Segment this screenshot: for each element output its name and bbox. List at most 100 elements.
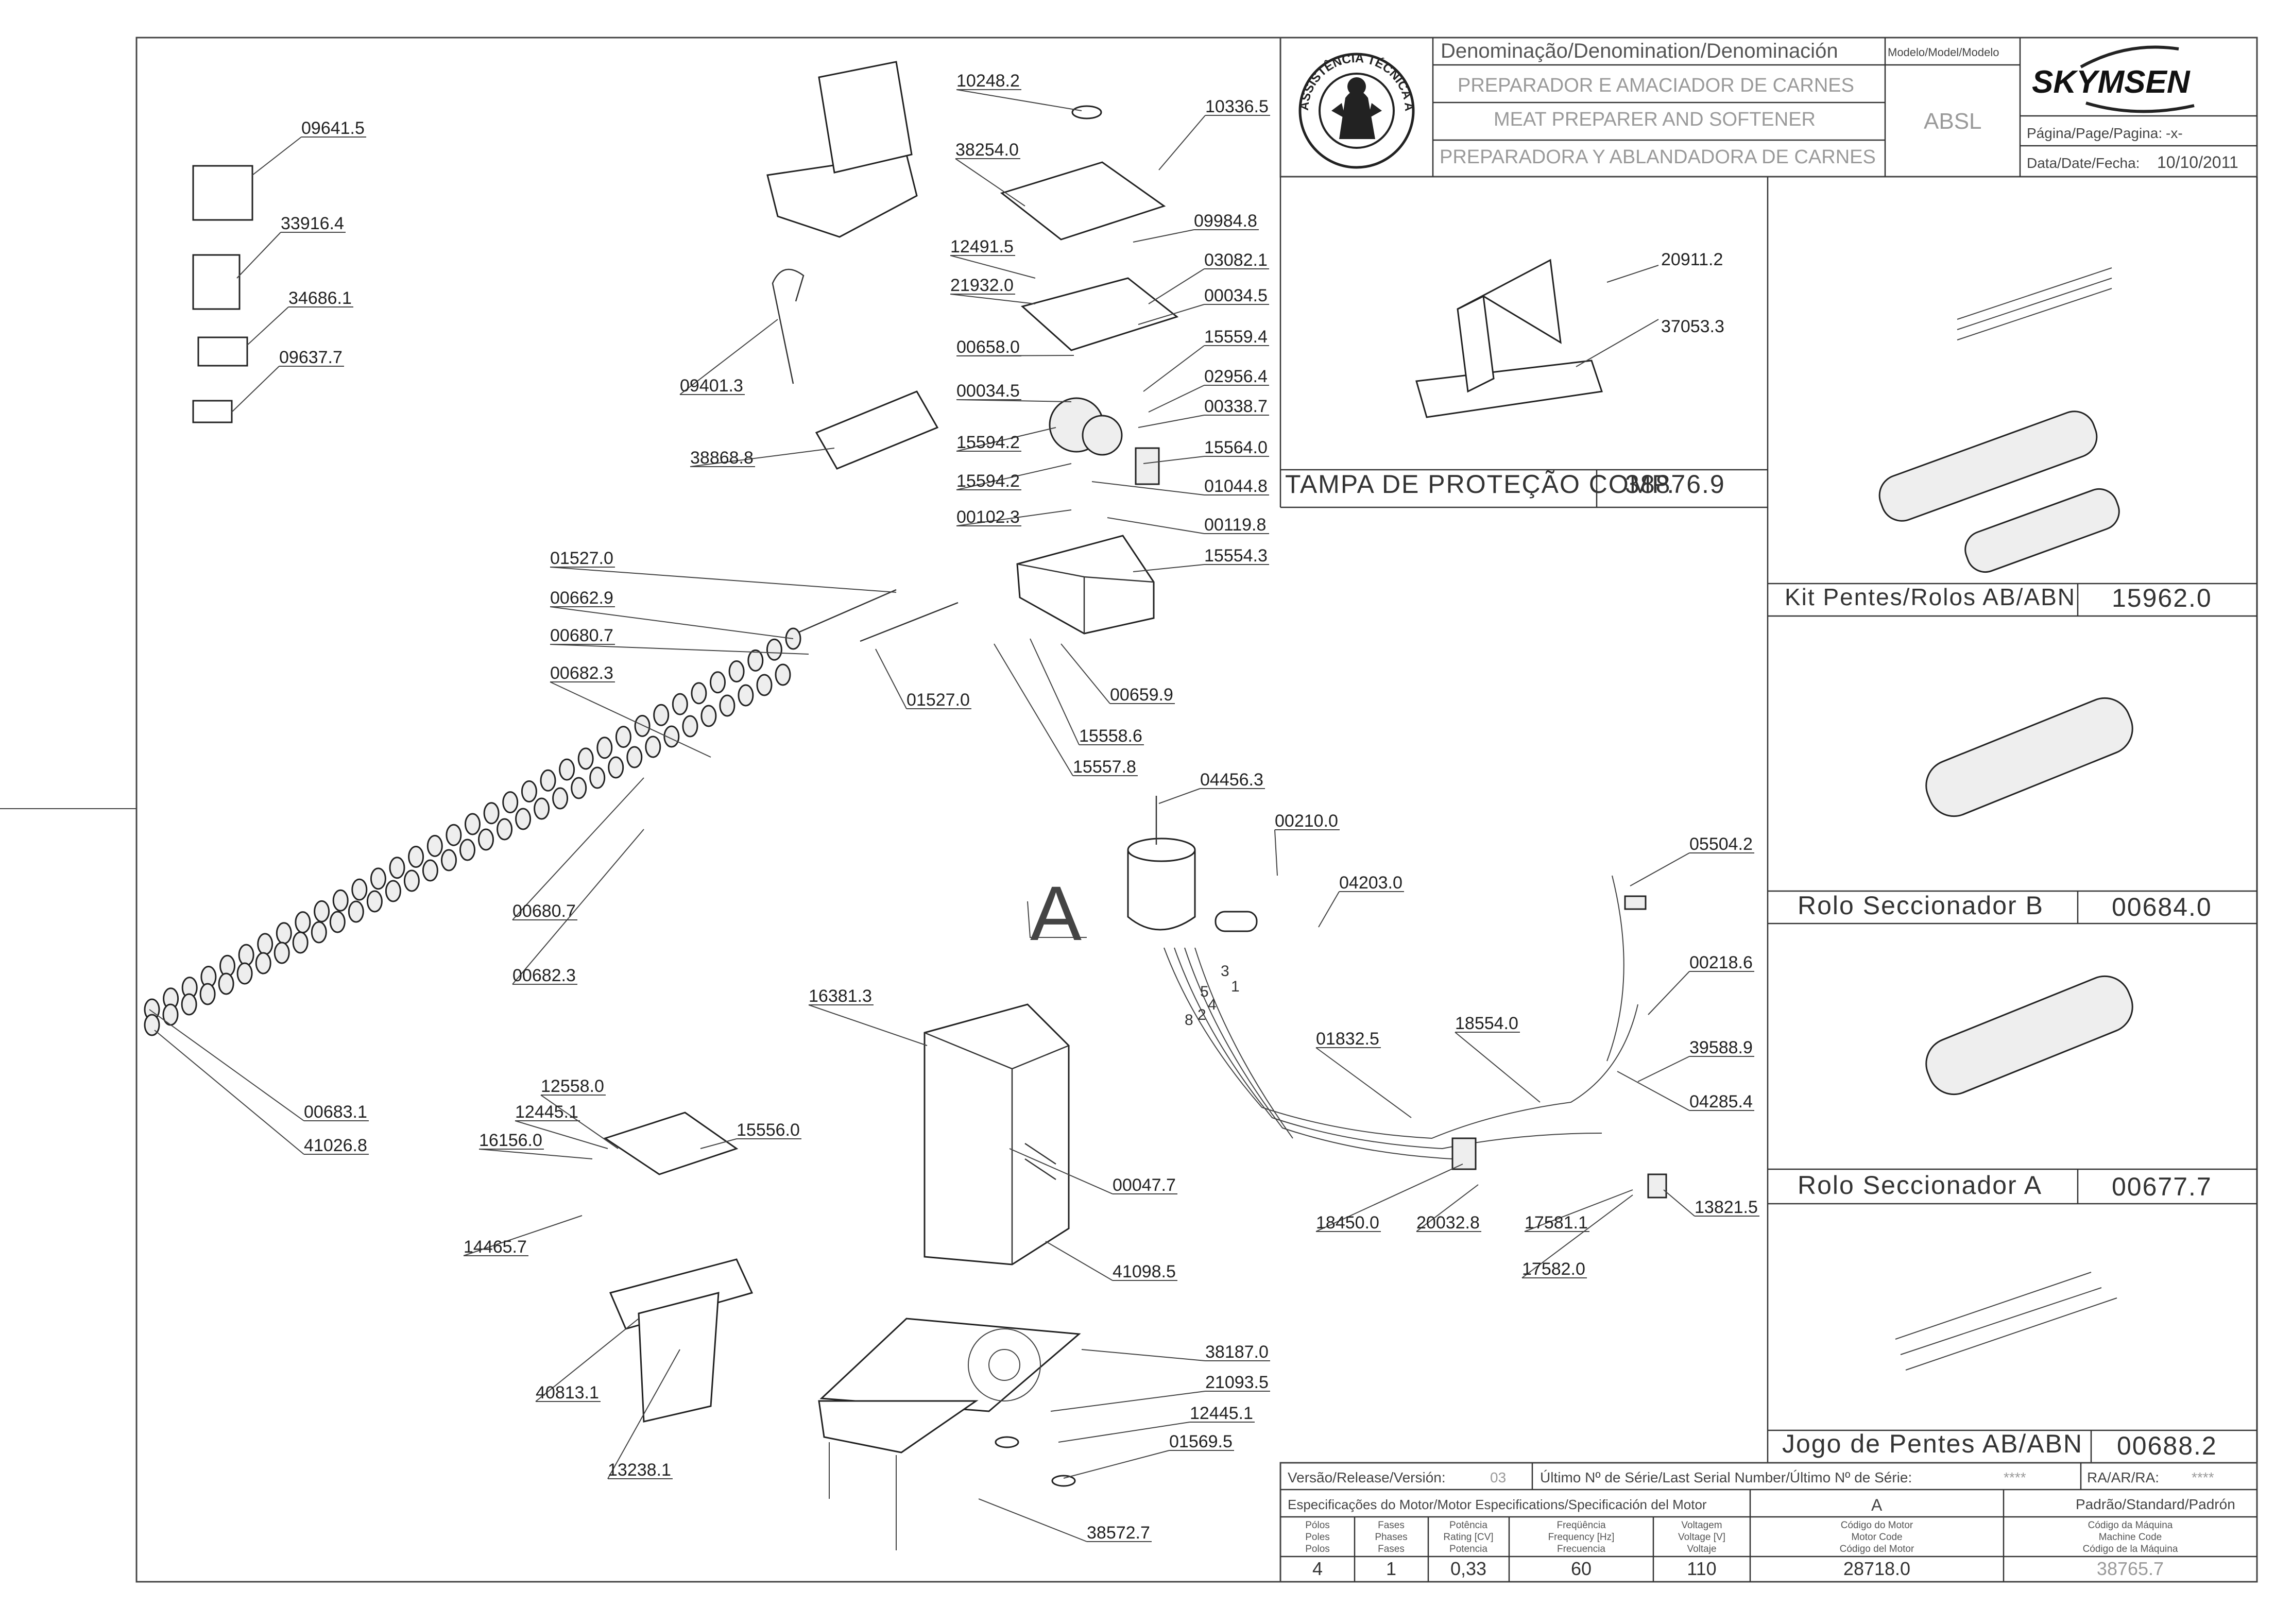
- roller-disc: [738, 684, 754, 707]
- roller-disc: [682, 715, 698, 738]
- value-rating: 0,33: [1450, 1558, 1486, 1579]
- leader-line: [1138, 415, 1205, 428]
- header-voltage: Voltagem: [1681, 1520, 1722, 1531]
- wire-number: 2: [1198, 1006, 1206, 1023]
- page-label: Página/Page/Pagina:: [2027, 125, 2162, 141]
- part-number-label: 04203.0: [1339, 873, 1402, 893]
- roller-disc: [747, 649, 764, 672]
- part-number-label: 17582.0: [1522, 1259, 1585, 1279]
- part-number-label: 10336.5: [1205, 97, 1269, 116]
- header-rating: Potencia: [1449, 1544, 1487, 1554]
- part-number-label: 00218.6: [1689, 953, 1753, 972]
- leader-line: [1521, 1194, 1633, 1278]
- leader-line: [955, 158, 1025, 207]
- roller-disc: [728, 660, 745, 682]
- part-number-label: 01527.0: [550, 549, 613, 568]
- roller-disc: [459, 839, 475, 861]
- parts-artwork: A 3 1 5 4 2 8: [144, 61, 1667, 1550]
- leader-line: [700, 1138, 737, 1149]
- part-number-label: 40813.1: [536, 1383, 599, 1403]
- leader-line: [808, 1004, 928, 1046]
- roller-disc: [571, 777, 587, 799]
- part-number-label: 00102.3: [956, 507, 1020, 527]
- date-label: Data/Date/Fecha:: [2027, 155, 2140, 171]
- part-number-label: 00683.1: [304, 1102, 367, 1122]
- value-frequency: 60: [1571, 1558, 1592, 1579]
- header-voltage: Voltage [V]: [1678, 1532, 1725, 1543]
- page-value: -x-: [2166, 125, 2183, 141]
- header-rating: Potência: [1449, 1520, 1487, 1531]
- roller-disc: [596, 737, 613, 759]
- header-poles: Polos: [1305, 1544, 1330, 1554]
- header-poles: Poles: [1305, 1532, 1330, 1543]
- part-number-label: 39588.9: [1689, 1038, 1753, 1057]
- header-frequency: Frecuencia: [1557, 1544, 1605, 1554]
- leader-line: [1063, 1450, 1170, 1479]
- part-number-label: 03082.1: [1204, 250, 1268, 270]
- part-number-label: 38254.0: [955, 140, 1019, 160]
- leader-line: [1138, 304, 1205, 325]
- part-number-label: 21093.5: [1205, 1373, 1269, 1392]
- part-number-label: 00338.7: [1204, 397, 1268, 416]
- ra-value: ****: [2192, 1469, 2214, 1485]
- roller-disc: [465, 813, 481, 835]
- leader-line: [1143, 456, 1205, 464]
- spec-values: 4 1 0,33 60 110 28718.0 38765.7: [1312, 1558, 2164, 1579]
- roller-disc: [181, 993, 197, 1016]
- header-poles: Pólos: [1305, 1520, 1330, 1531]
- part-number-label: 15558.6: [1079, 726, 1142, 746]
- roller-disc: [199, 983, 216, 1005]
- kit-rolls-drawing: [1878, 267, 2133, 1371]
- leader-line: [1030, 638, 1080, 745]
- leader-line: [478, 1149, 593, 1159]
- leader-line: [1091, 481, 1205, 495]
- roller-disc: [426, 834, 443, 857]
- roller-disc: [766, 638, 782, 661]
- roller-disc: [295, 911, 311, 934]
- name-en: MEAT PREPARER AND SOFTENER: [1494, 109, 1816, 130]
- kit-cover-label: TAMPA DE PROTEÇÃO COMP.: [1285, 470, 1675, 499]
- roller-disc: [403, 869, 420, 892]
- roller-disc: [422, 859, 438, 882]
- part-number-label: 17581.1: [1525, 1213, 1588, 1233]
- kit-combs-rolls-code: 15962.0: [2112, 584, 2212, 612]
- column-headers: Pólos Poles Polos Fases Phases Fases Pot…: [1305, 1520, 2178, 1554]
- header-phases: Phases: [1375, 1532, 1407, 1543]
- roller-disc: [615, 726, 631, 748]
- leader-line: [149, 1009, 304, 1121]
- kit-panel: TAMPA DE PROTEÇÃO COMP. 38876.9 Kit Pent…: [1279, 177, 2258, 1464]
- part-number-label: 15594.2: [956, 433, 1020, 452]
- header-voltage: Voltaje: [1687, 1544, 1716, 1554]
- wire-number: 1: [1231, 978, 1240, 995]
- roller-disc: [385, 880, 401, 902]
- leader-line: [1315, 1047, 1412, 1118]
- leader-line: [1133, 564, 1205, 572]
- part-number-label: 38572.7: [1087, 1523, 1150, 1543]
- authorized-service-stamp: ASSISTÊNCIA TÉCNICA AUTORIZADA: [0, 0, 1416, 169]
- roller-disc: [370, 867, 386, 890]
- part-number-label: 00659.9: [1110, 685, 1173, 705]
- leader-line: [512, 829, 644, 985]
- part-number-label: 00682.3: [550, 663, 613, 683]
- roller-disc: [441, 849, 457, 871]
- serial-value: ****: [2004, 1469, 2026, 1485]
- leader-line: [1416, 1184, 1479, 1232]
- roller-disc: [534, 797, 550, 820]
- model-value: ABSL: [1924, 109, 1982, 134]
- leader-line: [1274, 829, 1278, 876]
- roller-disc: [218, 972, 234, 995]
- kit-combs-rolls-label: Kit Pentes/Rolos AB/ABN: [1785, 584, 2076, 610]
- part-number-label: 02956.4: [1204, 367, 1268, 386]
- leader-line: [994, 643, 1073, 776]
- leader-line: [1630, 852, 1690, 886]
- leader-line: [463, 1215, 583, 1256]
- header-frequency: Freqüência: [1556, 1520, 1605, 1531]
- roller-disc: [408, 846, 424, 868]
- roller-discs: [144, 627, 801, 1036]
- roller-disc: [540, 769, 556, 792]
- leader-line: [956, 463, 1072, 490]
- leader-line: [550, 567, 897, 593]
- leader-line: [1058, 1422, 1190, 1443]
- kit-roll-b-label: Rolo Seccionador B: [1798, 891, 2044, 920]
- part-number-label: 00662.9: [550, 588, 613, 608]
